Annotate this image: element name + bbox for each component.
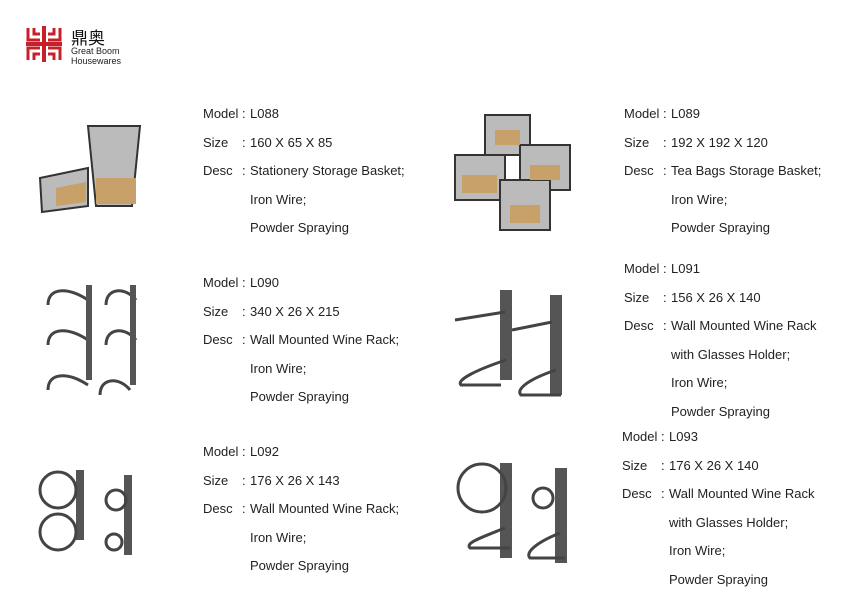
separator: : (661, 457, 665, 473)
model-value: L090 (250, 275, 279, 290)
desc-line: Wall Mounted Wine Rack (671, 318, 817, 334)
product-image-l088 (38, 125, 142, 214)
size-label: Size (203, 303, 229, 319)
desc-label: Desc (622, 486, 652, 502)
desc-line: Powder Spraying (671, 220, 770, 236)
model-value: L088 (250, 106, 279, 121)
desc-line: Iron Wire; (250, 529, 307, 545)
separator: : (663, 318, 667, 334)
model-value: L089 (671, 106, 700, 121)
desc-label: Desc (203, 501, 233, 517)
separator: : (242, 472, 246, 488)
desc-label: Desc (624, 163, 654, 179)
size-value: 176 X 26 X 143 (250, 472, 340, 488)
size-value: 156 X 26 X 140 (671, 289, 761, 305)
size-label: Size (624, 289, 650, 305)
size-value: 176 X 26 X 140 (669, 457, 759, 473)
separator: : (242, 501, 246, 517)
brand-line-2: Housewares (71, 56, 122, 66)
desc-line: Wall Mounted Wine Rack (669, 486, 815, 502)
desc-line: Powder Spraying (250, 389, 349, 405)
product-image-l093 (456, 462, 567, 563)
desc-line: Powder Spraying (250, 220, 349, 236)
separator: : (663, 134, 667, 150)
separator: : (663, 163, 667, 179)
product-image-l090 (46, 285, 138, 396)
desc-line: Stationery Storage Basket; (250, 163, 405, 179)
brand-logo (26, 26, 62, 62)
brand-line-1: Great Boom (71, 46, 120, 56)
desc-line: Iron Wire; (669, 543, 726, 559)
size-label: Size (203, 134, 229, 150)
model-label: Model : (203, 275, 246, 290)
desc-line: Iron Wire; (671, 191, 728, 207)
model-label: Model : (203, 444, 246, 459)
desc-line: Tea Bags Storage Basket; (671, 163, 822, 179)
size-value: 340 X 26 X 215 (250, 303, 340, 319)
model-value: L093 (669, 429, 698, 444)
brand-name-cn: 鼎奥 (71, 29, 105, 49)
product-image-l089 (454, 114, 571, 231)
desc-line: Wall Mounted Wine Rack; (250, 332, 400, 348)
desc-line: Powder Spraying (669, 571, 768, 587)
model-value: L092 (250, 444, 279, 459)
desc-line: Powder Spraying (250, 558, 349, 574)
desc-line: with Glasses Holder; (671, 346, 791, 362)
model-label: Model : (624, 261, 667, 276)
separator: : (661, 486, 665, 502)
desc-label: Desc (624, 318, 654, 334)
desc-label: Desc (203, 163, 233, 179)
desc-line: Iron Wire; (250, 191, 307, 207)
product-image-l091 (454, 290, 562, 397)
separator: : (663, 289, 667, 305)
model-label: Model : (622, 429, 665, 444)
desc-label: Desc (203, 332, 233, 348)
desc-line: Wall Mounted Wine Rack; (250, 501, 400, 517)
size-label: Size (622, 457, 648, 473)
product-image-l092 (38, 470, 132, 555)
desc-line: Iron Wire; (250, 360, 307, 376)
model-label: Model : (203, 106, 246, 121)
size-label: Size (203, 472, 229, 488)
model-label: Model : (624, 106, 667, 121)
size-value: 192 X 192 X 120 (671, 134, 768, 150)
model-value: L091 (671, 261, 700, 276)
desc-line: with Glasses Holder; (669, 514, 789, 530)
separator: : (242, 332, 246, 348)
desc-line: Iron Wire; (671, 375, 728, 391)
separator: : (242, 134, 246, 150)
desc-line: Powder Spraying (671, 403, 770, 419)
separator: : (242, 163, 246, 179)
size-value: 160 X 65 X 85 (250, 134, 333, 150)
size-label: Size (624, 134, 650, 150)
separator: : (242, 303, 246, 319)
